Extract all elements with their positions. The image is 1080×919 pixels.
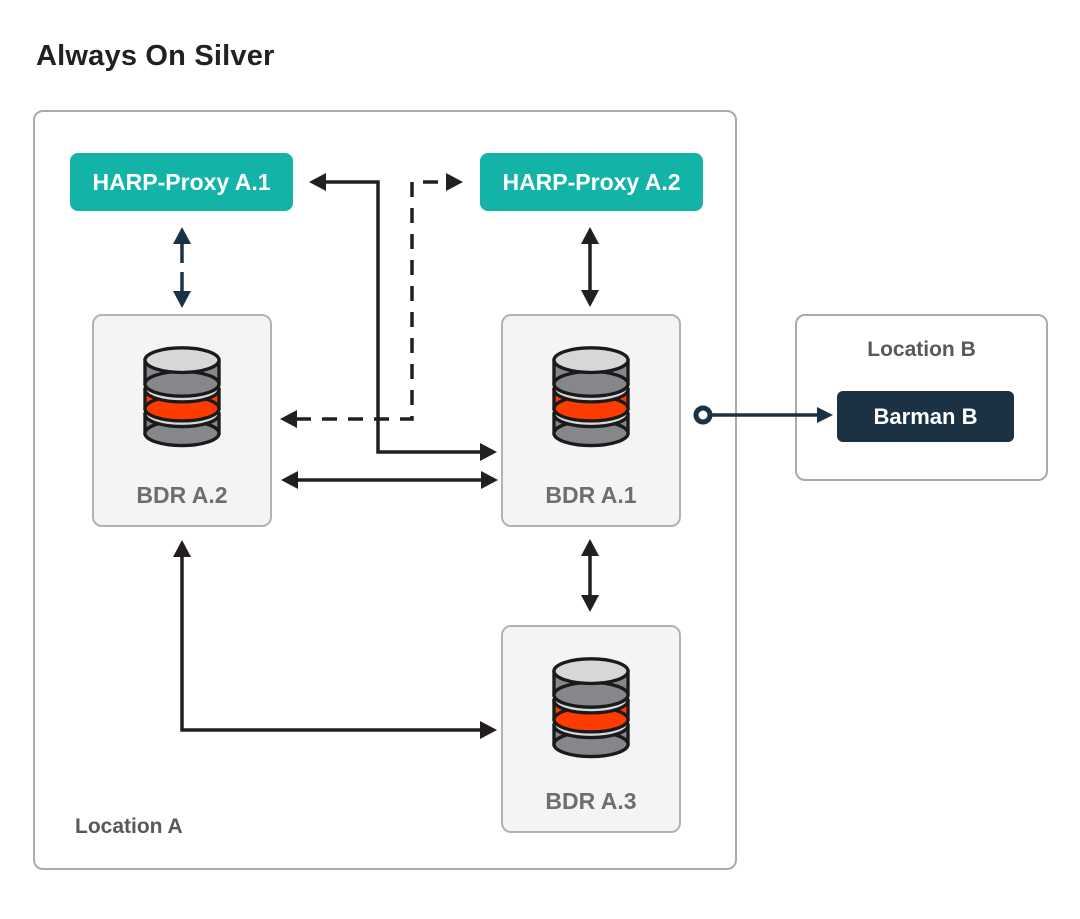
diagram-title: Always On Silver <box>36 40 275 72</box>
database-icon <box>552 657 630 759</box>
barman-b-node: Barman B <box>837 391 1014 442</box>
location-b-zone: Location B Barman B <box>795 314 1048 481</box>
harp-proxy-a1-label: HARP-Proxy A.1 <box>92 168 271 195</box>
harp-proxy-a2-label: HARP-Proxy A.2 <box>502 168 681 195</box>
location-b-label: Location B <box>867 338 976 361</box>
bdr-a2-node: BDR A.2 <box>92 314 272 527</box>
harp-proxy-a1-node: HARP-Proxy A.1 <box>70 153 293 211</box>
database-icon <box>143 346 221 448</box>
database-icon <box>552 346 630 448</box>
bdr-a1-label: BDR A.1 <box>545 482 637 508</box>
bdr-a3-node: BDR A.3 <box>501 625 681 833</box>
bdr-a3-label: BDR A.3 <box>545 788 637 814</box>
barman-b-label: Barman B <box>873 403 978 429</box>
location-a-label: Location A <box>75 815 183 838</box>
bdr-a1-node: BDR A.1 <box>501 314 681 527</box>
harp-proxy-a2-node: HARP-Proxy A.2 <box>480 153 703 211</box>
bdr-a2-label: BDR A.2 <box>136 482 228 508</box>
